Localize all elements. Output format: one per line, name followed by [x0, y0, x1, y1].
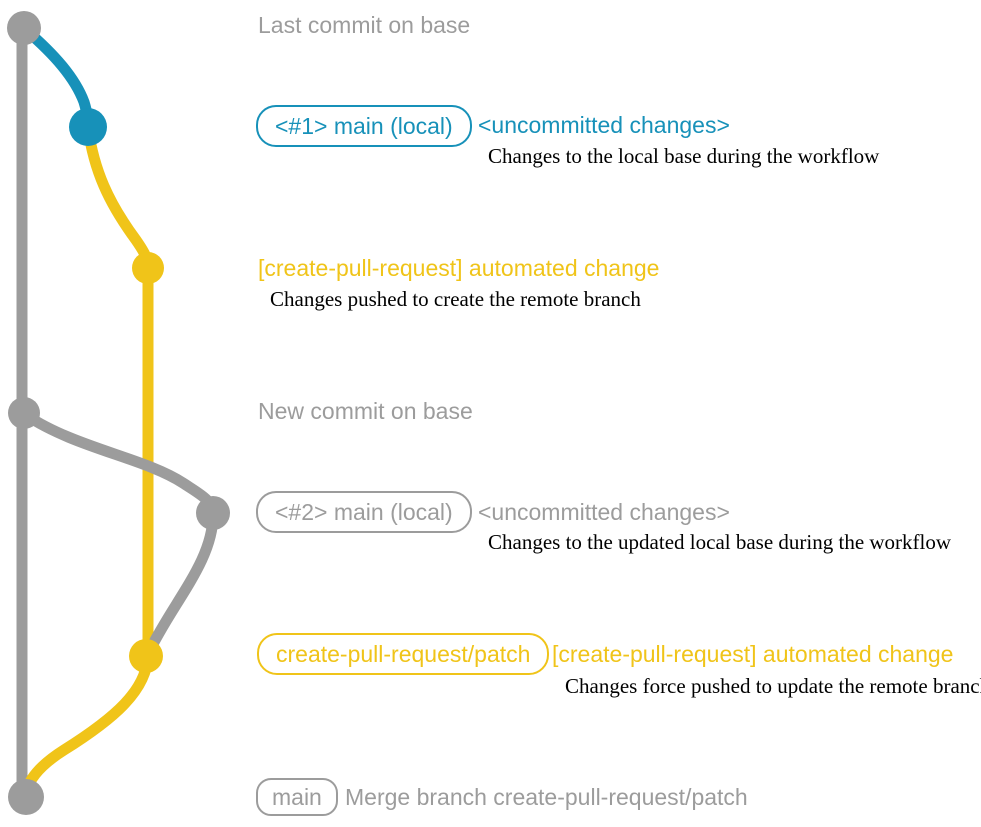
uncommitted-changes-status-2: <uncommitted changes>: [478, 499, 730, 525]
commit-dot-automated-2: [129, 639, 163, 673]
local-changes-note-1: Changes to the local base during the wor…: [488, 144, 880, 168]
branch-badge-main-local-1: <#1> main (local): [256, 105, 472, 147]
automated-change-title-2: [create-pull-request] automated change: [552, 641, 954, 667]
updated-local-branch-line: [20, 409, 219, 654]
commit-dot-last-base: [7, 11, 41, 45]
commit-dot-automated-1: [132, 252, 164, 284]
commit-dot-merge: [8, 779, 44, 815]
new-commit-label: New commit on base: [258, 398, 473, 424]
commit-dot-new-base: [8, 397, 40, 429]
local-changes-note-2: Changes to the updated local base during…: [488, 530, 952, 554]
automated-change-note-1: Changes pushed to create the remote bran…: [270, 287, 641, 311]
automated-change-title-1: [create-pull-request] automated change: [258, 255, 660, 281]
branch-badge-main: main: [256, 778, 338, 816]
branch-badge-main-local-2: <#2> main (local): [256, 491, 472, 533]
last-commit-label: Last commit on base: [258, 12, 471, 38]
commit-dot-local-2: [196, 496, 230, 530]
merge-commit-message: Merge branch create-pull-request/patch: [345, 784, 748, 810]
commit-dot-local-1: [69, 108, 107, 146]
branch-badge-create-pull-request-patch: create-pull-request/patch: [257, 633, 550, 675]
uncommitted-changes-status-1: <uncommitted changes>: [478, 112, 730, 138]
automated-change-note-2: Changes force pushed to update the remot…: [565, 674, 981, 698]
